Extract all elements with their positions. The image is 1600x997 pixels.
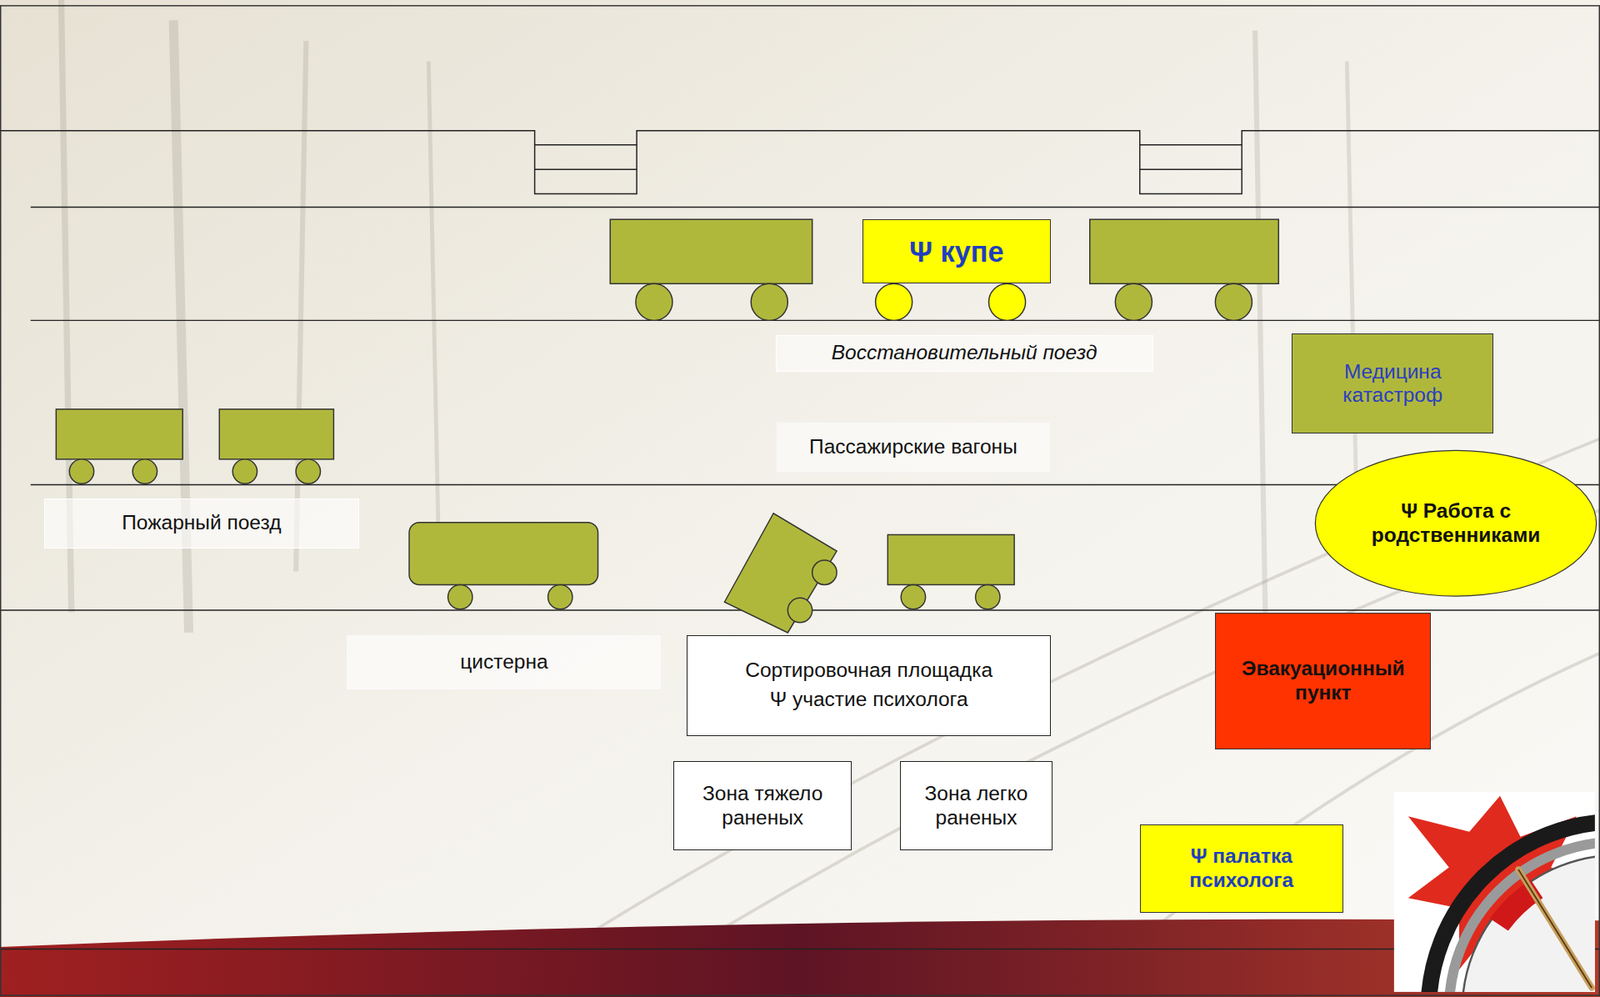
wagons bbox=[55, 219, 1279, 633]
zone-box: Зона тяжело раненых bbox=[673, 760, 852, 850]
tree-trunk bbox=[1346, 60, 1357, 530]
gauge-clipart bbox=[1394, 791, 1595, 992]
wagon bbox=[887, 534, 1015, 585]
node-label: Ψ купе bbox=[909, 235, 1004, 269]
wheel bbox=[989, 283, 1026, 320]
wheel bbox=[548, 584, 573, 609]
node-label: Зона легко раненых bbox=[905, 781, 1047, 830]
text-group: Ψ палатка психолога bbox=[1145, 844, 1338, 893]
text-group: Медицина катастроф bbox=[1297, 360, 1488, 409]
node-label: Восстановительный поезд bbox=[831, 340, 1098, 365]
dial-rim bbox=[1428, 820, 1595, 991]
ellipse-shape bbox=[1315, 450, 1597, 596]
node-label: Ψ Работа с родственниками bbox=[1347, 499, 1565, 548]
wheel bbox=[448, 584, 473, 609]
wheel bbox=[1215, 283, 1252, 320]
dial-face bbox=[1462, 855, 1595, 992]
node-label: цистерна bbox=[460, 650, 548, 675]
track-lines bbox=[0, 130, 1600, 950]
psychologist-tent-box: Ψ палатка психолога bbox=[1140, 824, 1344, 912]
tank-car bbox=[409, 522, 599, 585]
wagon bbox=[55, 409, 183, 460]
wheel bbox=[69, 459, 94, 484]
tree-trunk bbox=[295, 40, 306, 572]
node-label: Ψ палатка психолога bbox=[1145, 844, 1338, 893]
tree-trunk bbox=[1255, 30, 1265, 613]
sorting-area-box: Сортировочная площадка Ψ участие психолог… bbox=[686, 635, 1051, 736]
wheel bbox=[787, 597, 812, 622]
rails bbox=[490, 438, 1600, 997]
wheel bbox=[812, 560, 837, 585]
text-group: цистерна bbox=[460, 650, 548, 675]
platform-line bbox=[0, 130, 1600, 195]
frame bbox=[0, 5, 1600, 995]
wheel bbox=[900, 584, 925, 609]
node-label: Сортировочная площадка bbox=[745, 658, 993, 683]
text-group: Эвакуационный пункт bbox=[1220, 656, 1425, 705]
tank-label-box: цистерна bbox=[346, 635, 661, 690]
compartment-wagon: Ψ купе bbox=[862, 219, 1052, 284]
wagons-label-box: Пассажирские вагоны bbox=[775, 421, 1052, 473]
wheel bbox=[232, 459, 257, 484]
text-group: Пожарный поезд bbox=[121, 510, 281, 535]
node-label: Эвакуационный пункт bbox=[1220, 656, 1425, 705]
text-group: Зона легко раненых bbox=[905, 781, 1047, 830]
text-group: Зона тяжело раненых bbox=[679, 781, 846, 830]
zone-box: Зона легко раненых bbox=[900, 760, 1053, 850]
tree-trunk bbox=[428, 60, 439, 551]
train-label-box: Пожарный поезд bbox=[44, 498, 360, 549]
platform-step bbox=[1140, 145, 1242, 170]
train-label-box: Восстановительный поезд bbox=[775, 335, 1154, 372]
wagon bbox=[1090, 219, 1280, 284]
platform-step bbox=[535, 145, 637, 170]
wagon bbox=[610, 219, 812, 284]
wheel bbox=[975, 584, 1000, 609]
wheel bbox=[132, 459, 157, 484]
wheel bbox=[1115, 283, 1152, 320]
node-label: Пассажирские вагоны bbox=[809, 435, 1018, 460]
wagon bbox=[219, 409, 334, 460]
wheel bbox=[295, 459, 320, 484]
text-group: Сортировочная площадка Ψ участие психолог… bbox=[745, 658, 993, 712]
wheel bbox=[750, 283, 788, 320]
rail bbox=[490, 438, 1600, 997]
node-label: Зона тяжело раненых bbox=[679, 781, 846, 830]
text-group: Восстановительный поезд bbox=[831, 340, 1098, 365]
track-line bbox=[30, 320, 1600, 321]
wheel bbox=[875, 283, 913, 320]
text-group: Ψ купе bbox=[909, 235, 1004, 269]
node-label: Медицина катастроф bbox=[1297, 360, 1488, 409]
node-label: Пожарный поезд bbox=[121, 510, 281, 535]
track-line bbox=[30, 206, 1600, 208]
red-zone bbox=[1490, 879, 1544, 930]
wheel bbox=[635, 283, 673, 320]
bottom-band bbox=[0, 919, 1600, 997]
overturned-wagon bbox=[724, 513, 837, 633]
needle bbox=[1518, 869, 1592, 988]
relatives-ellipse: Ψ Работа с родственниками bbox=[1314, 449, 1598, 598]
text-group: Пассажирские вагоны bbox=[809, 435, 1018, 460]
node-label: Ψ участие психолога bbox=[745, 687, 993, 712]
text-group: Ψ Работа с родственниками bbox=[1347, 499, 1565, 548]
medical-box: Медицина катастроф bbox=[1291, 333, 1494, 434]
needle-edge bbox=[1518, 869, 1592, 988]
evacuation-box: Эвакуационный пункт bbox=[1215, 612, 1431, 750]
track-line bbox=[0, 948, 1600, 950]
dial-ring bbox=[1449, 841, 1595, 992]
